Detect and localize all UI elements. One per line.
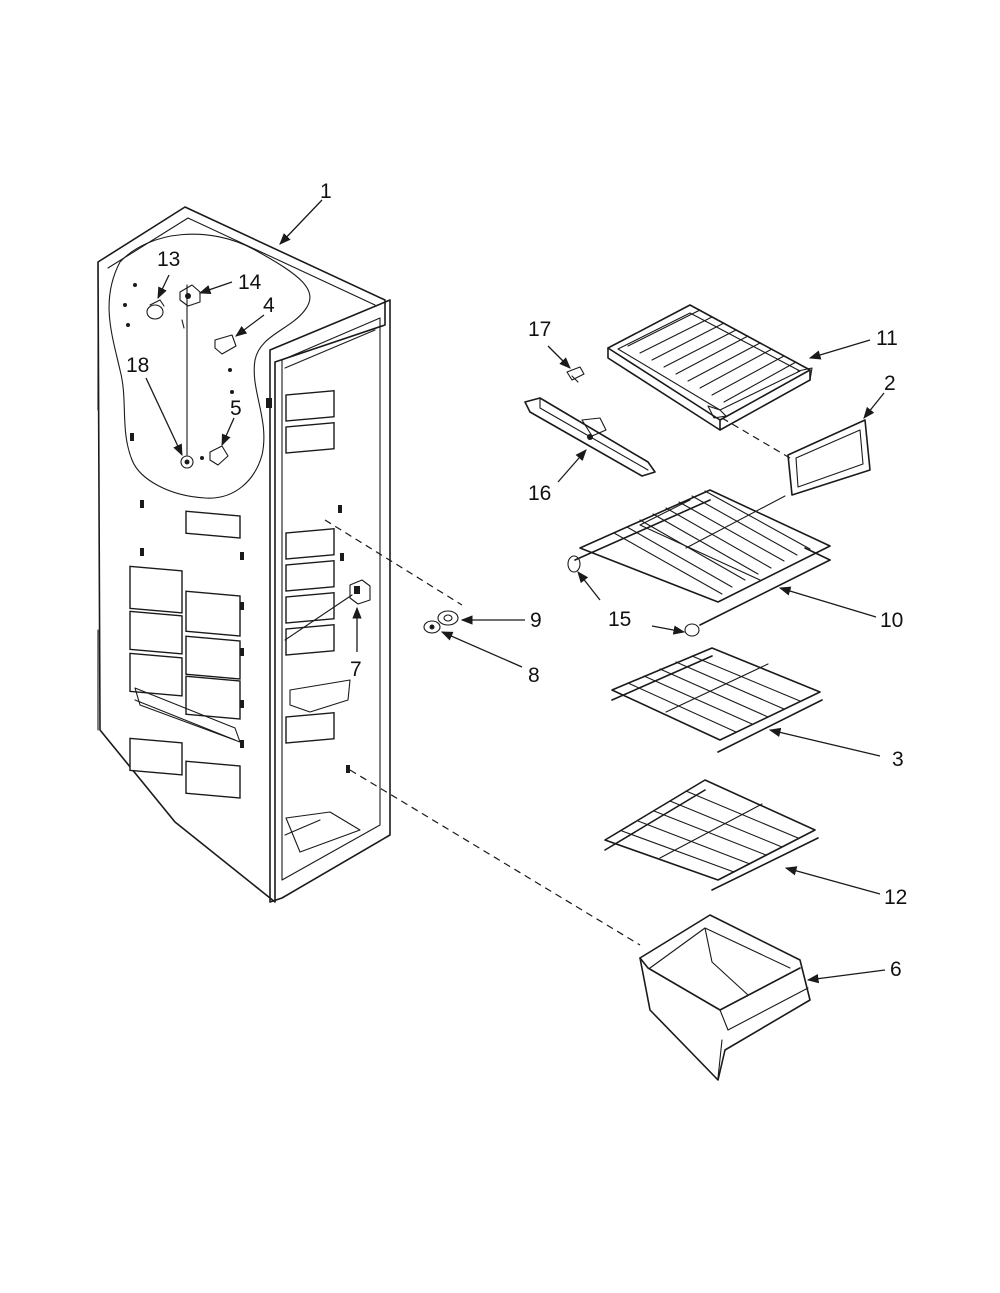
callout-12: 12 (884, 886, 907, 909)
callout-3: 3 (892, 748, 904, 771)
control-switch (181, 319, 237, 355)
spacer (437, 610, 459, 626)
callout-7: 7 (350, 658, 362, 681)
cabinet-liner (97, 206, 391, 903)
callout-10: 10 (880, 609, 903, 632)
upper-wire-shelf (574, 489, 831, 626)
callout-labels: 1 2 3 4 5 6 7 8 9 10 11 12 13 14 15 16 1… (126, 180, 907, 981)
callout-9: 9 (530, 609, 542, 632)
wire-shelf (611, 647, 823, 753)
upper-light-socket (179, 284, 201, 307)
callout-16: 16 (528, 482, 551, 505)
ice-tray-frame (607, 304, 813, 431)
leader-lines (145, 199, 886, 984)
callout-6: 6 (890, 958, 902, 981)
callout-2: 2 (884, 372, 896, 395)
shelf-support (284, 579, 371, 641)
callout-18: 18 (126, 354, 149, 377)
shelf-stud (567, 555, 700, 637)
callout-4: 4 (263, 294, 275, 317)
callout-1: 1 (320, 180, 332, 203)
callout-17: 17 (528, 318, 551, 341)
callout-11: 11 (876, 327, 898, 350)
callout-8: 8 (528, 664, 540, 687)
light-bulb (146, 299, 165, 320)
screw (566, 366, 585, 383)
callout-14: 14 (238, 271, 262, 294)
shelf-bracket (524, 397, 656, 477)
lower-light-socket (180, 284, 194, 469)
callout-15: 15 (608, 608, 631, 631)
lower-wire-shelf (604, 779, 819, 891)
callout-5: 5 (230, 397, 242, 420)
light-socket (200, 445, 229, 466)
callout-13: 13 (157, 248, 180, 271)
tray-front (787, 419, 871, 496)
bushing (423, 620, 441, 634)
freezer-bin (639, 914, 811, 1081)
